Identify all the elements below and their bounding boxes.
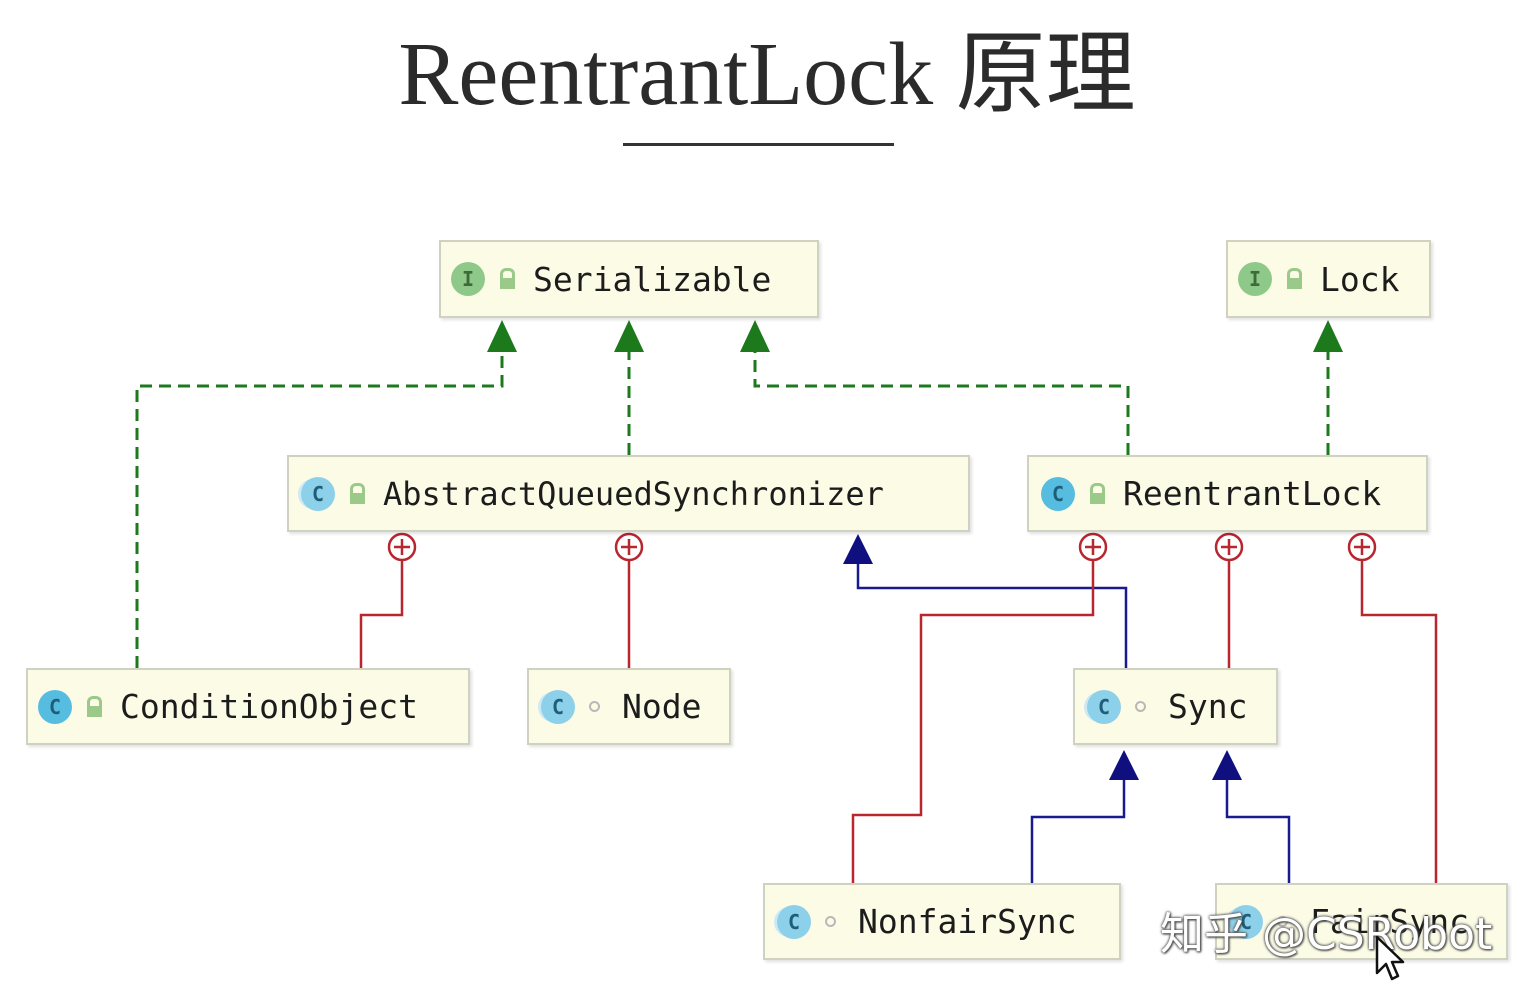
interface-icon: I bbox=[451, 262, 485, 296]
extends-arrowhead bbox=[1212, 750, 1242, 780]
edge-conditionobject-aqs bbox=[359, 561, 404, 668]
node-label: ConditionObject bbox=[120, 687, 419, 726]
node-label: NonfairSync bbox=[858, 902, 1077, 941]
public-lock-icon bbox=[345, 482, 367, 505]
node-serializable[interactable]: I Serializable bbox=[439, 240, 819, 318]
abstract-class-icon: C bbox=[301, 476, 335, 511]
node-sync[interactable]: C Sync bbox=[1073, 668, 1278, 745]
node-label: ReentrantLock bbox=[1123, 474, 1382, 513]
class-icon: C bbox=[38, 689, 72, 724]
implements-arrowhead bbox=[1313, 320, 1343, 352]
edge-nonfairsync-reentrantlock bbox=[851, 561, 1095, 883]
node-abstractqueuedsynchronizer[interactable]: C AbstractQueuedSynchronizer bbox=[287, 455, 970, 532]
node-label: AbstractQueuedSynchronizer bbox=[383, 474, 884, 513]
node-fairsync[interactable]: C FairSync bbox=[1215, 883, 1508, 960]
abstract-class-icon: C bbox=[1087, 689, 1121, 724]
node-nonfairsync[interactable]: C NonfairSync bbox=[763, 883, 1121, 960]
node-node[interactable]: C Node bbox=[527, 668, 731, 745]
class-icon: C bbox=[541, 689, 575, 724]
node-label: Sync bbox=[1168, 687, 1248, 726]
package-private-icon bbox=[1277, 916, 1288, 927]
edge-fairsync-sync bbox=[1225, 780, 1291, 883]
package-private-icon bbox=[589, 701, 600, 712]
package-private-icon bbox=[1135, 701, 1146, 712]
edge-fairsync-reentrantlock bbox=[1360, 561, 1438, 883]
node-reentrantlock[interactable]: C ReentrantLock bbox=[1027, 455, 1428, 532]
node-label: FairSync bbox=[1310, 902, 1469, 941]
title-underline bbox=[623, 143, 894, 146]
class-icon: C bbox=[1041, 476, 1075, 511]
public-lock-icon bbox=[82, 695, 104, 718]
public-lock-icon bbox=[1085, 482, 1107, 505]
page-title: ReentrantLock 原理 bbox=[398, 25, 1136, 124]
package-private-icon bbox=[825, 916, 836, 927]
edge-sync-aqs bbox=[856, 564, 1128, 668]
public-lock-icon bbox=[1282, 268, 1304, 290]
implements-arrowhead bbox=[614, 320, 644, 352]
edge-nonfairsync-sync bbox=[1030, 780, 1126, 883]
extends-arrowhead bbox=[843, 534, 873, 564]
node-label: Serializable bbox=[533, 259, 772, 299]
edge-conditionobject-serializable bbox=[135, 352, 504, 668]
interface-icon: I bbox=[1238, 262, 1272, 296]
watermark: 知乎 @CSRobot bbox=[1160, 909, 1493, 960]
class-icon: C bbox=[1229, 904, 1263, 939]
node-lock[interactable]: I Lock bbox=[1226, 240, 1431, 318]
class-icon: C bbox=[777, 904, 811, 939]
node-label: Lock bbox=[1320, 259, 1400, 299]
mouse-pointer-icon bbox=[1375, 935, 1405, 981]
implements-arrowhead bbox=[740, 320, 770, 352]
implements-arrowhead bbox=[487, 320, 517, 352]
edge-reentrantlock-serializable bbox=[753, 352, 1130, 455]
node-label: Node bbox=[622, 687, 702, 726]
public-lock-icon bbox=[495, 268, 517, 290]
node-conditionobject[interactable]: C ConditionObject bbox=[26, 668, 470, 745]
extends-arrowhead bbox=[1109, 750, 1139, 780]
